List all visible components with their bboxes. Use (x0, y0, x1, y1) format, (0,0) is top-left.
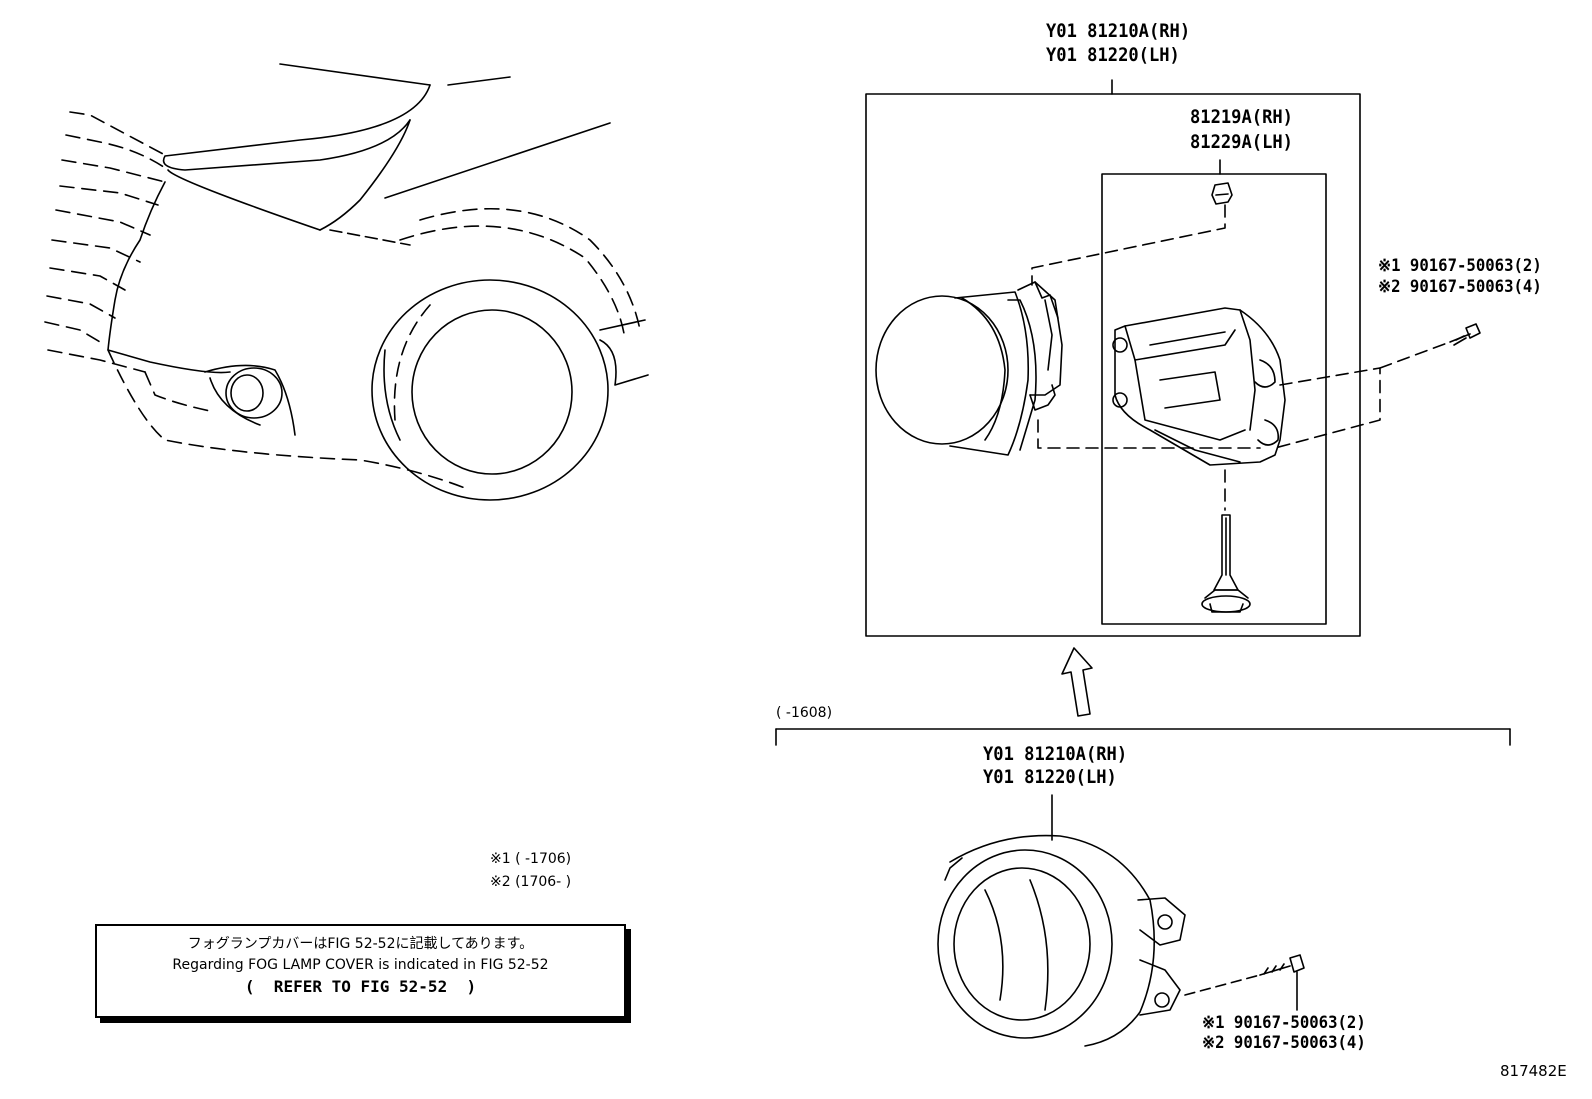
screw-lower-icon (1184, 954, 1305, 1011)
assembly-top-part-rh: Y01 81210A(RH) (1046, 20, 1191, 42)
note-line-en: Regarding FOG LAMP COVER is indicated in… (172, 957, 549, 973)
bracket-part-lh: 81229A(LH) (1190, 131, 1293, 153)
bracket-part-rh: 81219A(RH) (1190, 106, 1293, 128)
screw-upper-icon (1449, 323, 1481, 346)
figure-id: 817482E (1500, 1062, 1567, 1080)
note-box: フォグランプカバーはFIG 52-52に記載してあります。 Regarding … (95, 924, 626, 1018)
up-arrow-icon (1061, 647, 1093, 717)
screw-lower-line1: ※1 90167-50063(2) (1202, 1013, 1366, 1033)
assembly-top-part-lh: Y01 81220(LH) (1046, 44, 1180, 66)
footnote-2: ※2 (1706- ) (490, 874, 572, 890)
fog-lamp-lower-icon (937, 834, 1186, 1047)
fog-lamp-bracket-icon (1112, 307, 1286, 466)
screw-top-line1: ※1 90167-50063(2) (1378, 256, 1542, 276)
upper-leader-lines (1031, 204, 1451, 511)
bracket-frame (1101, 173, 1327, 625)
clip-rivet-icon (1201, 514, 1251, 613)
assembly-lower-part-rh: Y01 81210A(RH) (983, 743, 1128, 765)
fog-lamp-upper-icon (875, 281, 1063, 456)
date-range-bracket (775, 728, 1511, 746)
screw-lower-line2: ※2 90167-50063(4) (1202, 1033, 1366, 1053)
upper-assembly-frame (865, 93, 1361, 637)
assembly-lower-part-lh: Y01 81220(LH) (983, 766, 1117, 788)
clip-nut-icon (1211, 182, 1233, 205)
car-front-illustration (44, 63, 649, 501)
note-line-ref: ( REFER TO FIG 52-52 ) (244, 977, 477, 996)
footnote-1: ※1 ( -1706) (490, 851, 572, 867)
screw-top-line2: ※2 90167-50063(4) (1378, 277, 1542, 297)
date-range-lower: ( -1608) (776, 705, 833, 721)
note-line-jp: フォグランプカバーはFIG 52-52に記載してあります。 (187, 936, 534, 952)
